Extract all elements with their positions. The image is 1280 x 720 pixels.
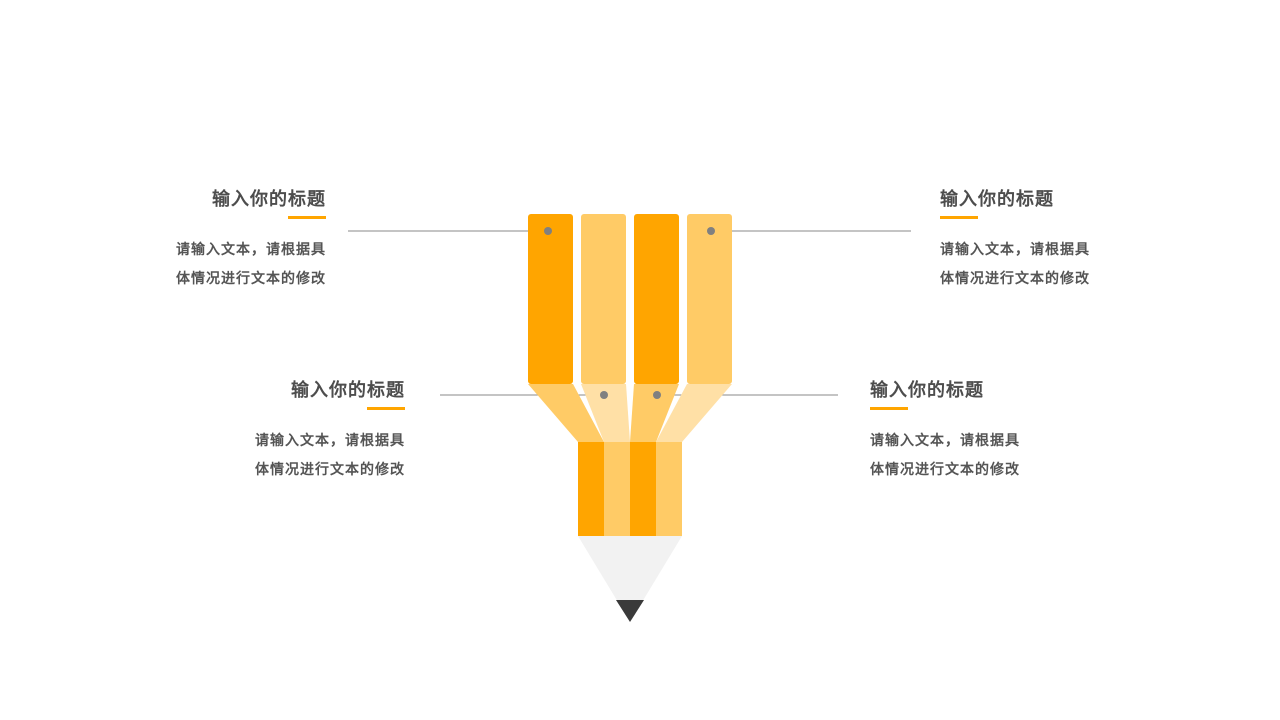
funnel-connector-3	[630, 384, 679, 442]
block-title: 输入你的标题	[212, 189, 326, 210]
title-underline	[288, 216, 326, 219]
block-title: 输入你的标题	[870, 380, 984, 401]
text-block-bottom-left: 输入你的标题 请输入文本，请根据具 体情况进行文本的修改	[165, 379, 405, 485]
pencil-body-stripe-3	[630, 442, 656, 536]
pencil-tip-wood	[578, 536, 682, 622]
block-body-line: 体情况进行文本的修改	[940, 271, 1090, 287]
title-underline	[870, 407, 908, 410]
pencil-column-1	[528, 214, 573, 384]
title-underline	[940, 216, 978, 219]
funnel-connector-4	[656, 384, 732, 442]
text-block-top-right: 输入你的标题 请输入文本，请根据具 体情况进行文本的修改	[940, 188, 1180, 294]
connector-dot-top-left	[544, 227, 552, 235]
block-body: 请输入文本，请根据具 体情况进行文本的修改	[870, 427, 1110, 485]
block-body-line: 体情况进行文本的修改	[255, 462, 405, 478]
block-body: 请输入文本，请根据具 体情况进行文本的修改	[165, 427, 405, 485]
pencil-column-2	[581, 214, 626, 384]
pencil-column-3	[634, 214, 679, 384]
pencil-body-stripe-2	[604, 442, 630, 536]
connector-dot-bottom-left	[600, 391, 608, 399]
funnel-connector-2	[581, 384, 630, 442]
text-block-bottom-right: 输入你的标题 请输入文本，请根据具 体情况进行文本的修改	[870, 379, 1110, 485]
pencil-lead	[616, 600, 644, 622]
block-title: 输入你的标题	[940, 189, 1054, 210]
block-body-line: 请输入文本，请根据具	[870, 433, 1020, 449]
block-body: 请输入文本，请根据具 体情况进行文本的修改	[86, 236, 326, 294]
block-body-line: 请输入文本，请根据具	[940, 242, 1090, 258]
block-title: 输入你的标题	[291, 380, 405, 401]
connector-dot-bottom-right	[653, 391, 661, 399]
pencil-column-4	[687, 214, 732, 384]
block-body: 请输入文本，请根据具 体情况进行文本的修改	[940, 236, 1180, 294]
connector-dot-top-right	[707, 227, 715, 235]
title-underline	[367, 407, 405, 410]
block-body-line: 体情况进行文本的修改	[176, 271, 326, 287]
pencil-body-stripe-1	[578, 442, 604, 536]
text-block-top-left: 输入你的标题 请输入文本，请根据具 体情况进行文本的修改	[86, 188, 326, 294]
block-body-line: 体情况进行文本的修改	[870, 462, 1020, 478]
block-body-line: 请输入文本，请根据具	[255, 433, 405, 449]
block-body-line: 请输入文本，请根据具	[176, 242, 326, 258]
funnel-connector-1	[528, 384, 604, 442]
pencil-body-stripe-4	[656, 442, 682, 536]
